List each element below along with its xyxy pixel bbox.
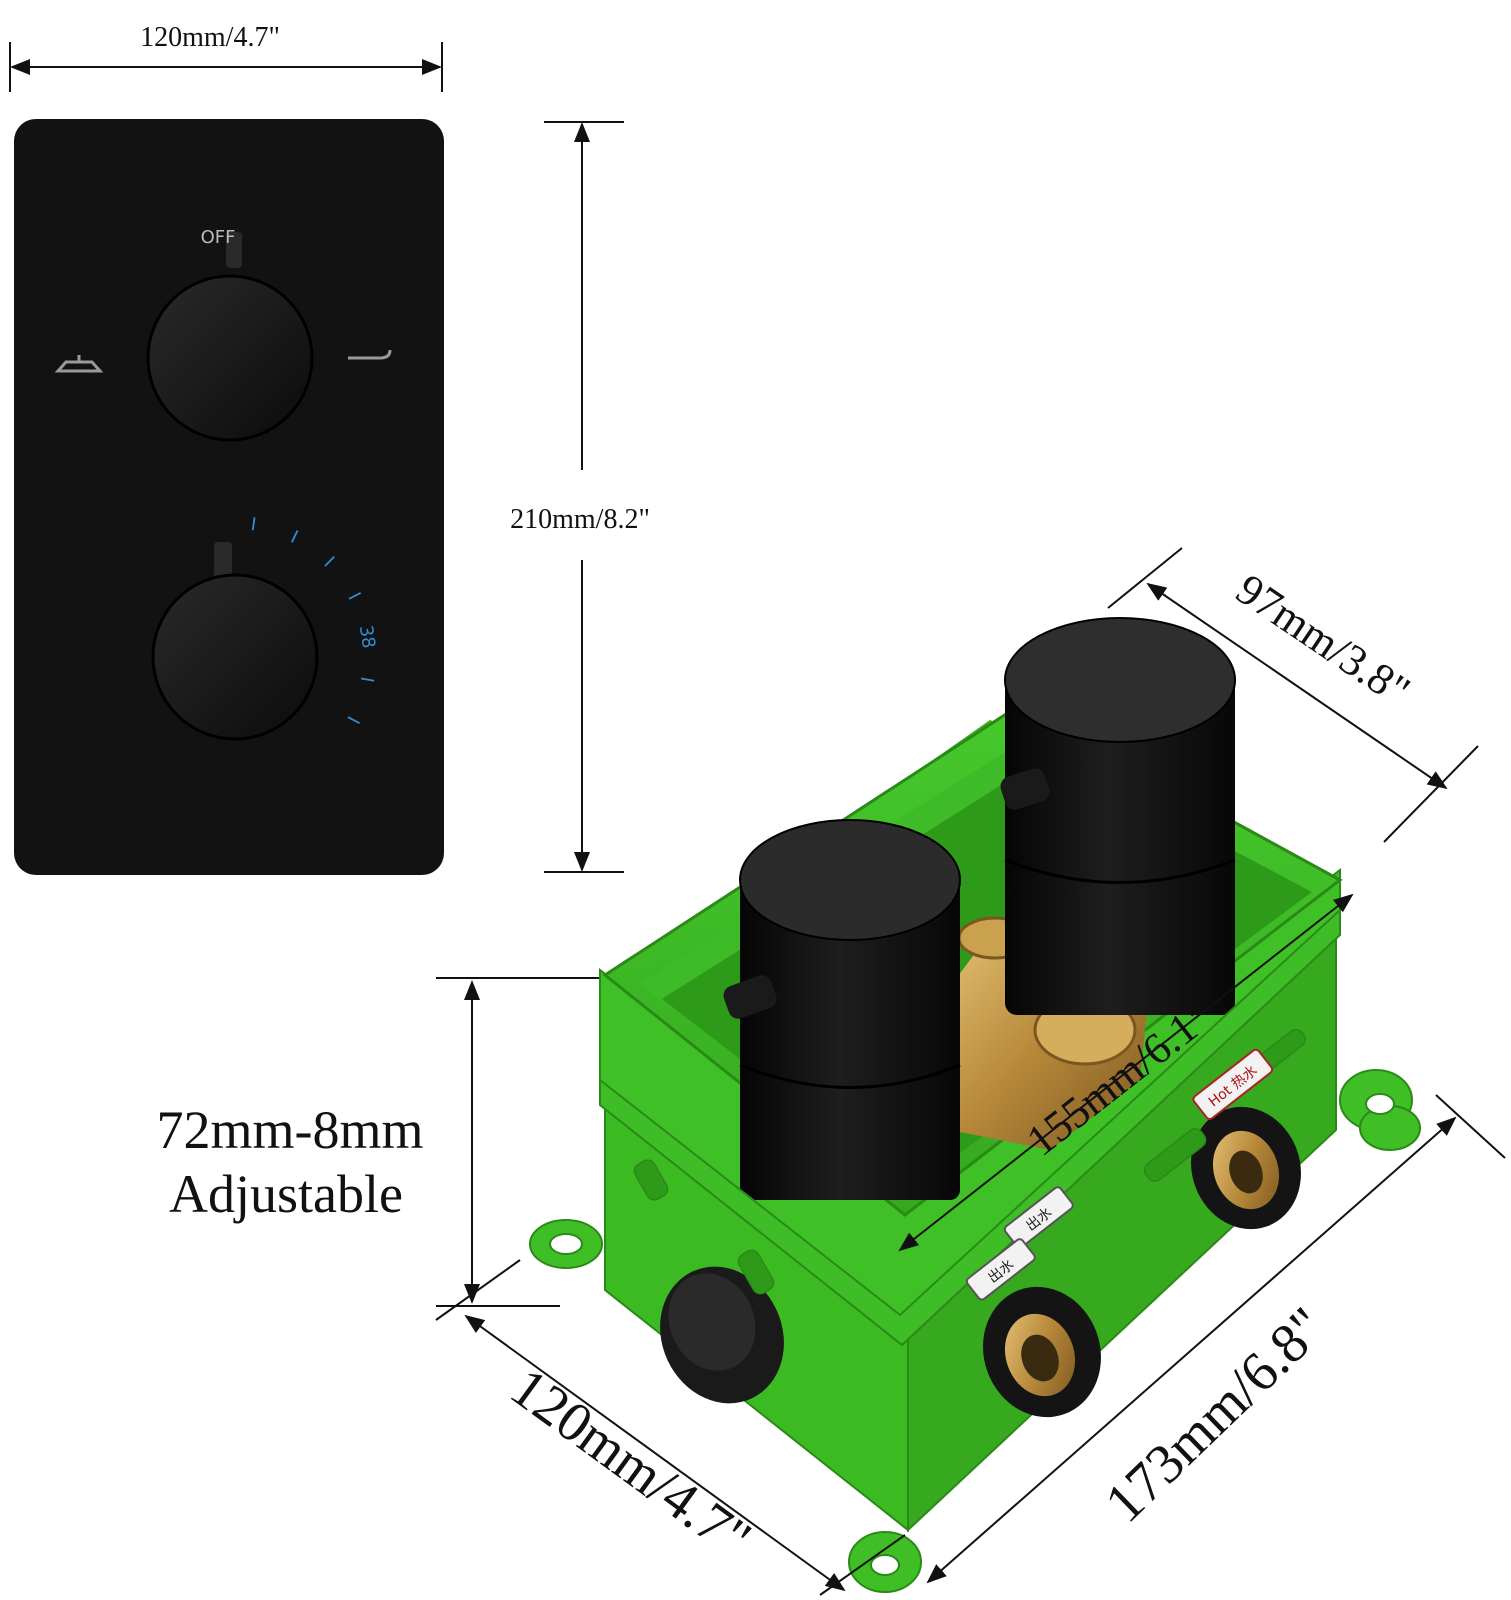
shower-head-icon bbox=[54, 355, 104, 373]
plate-height-dimension: 210mm/8.2" bbox=[510, 121, 650, 873]
scale-mark: I bbox=[249, 514, 257, 536]
scale-mark: I bbox=[356, 675, 378, 684]
adjust-word-label: Adjustable bbox=[169, 1164, 403, 1224]
adjust-range-label: 72mm-8mm bbox=[157, 1100, 424, 1160]
box-depth-label: 97mm/3.8" bbox=[1227, 564, 1418, 715]
thermostat-cartridge bbox=[723, 819, 961, 1200]
plate-height-label: 210mm/8.2" bbox=[510, 504, 650, 535]
diverter-cartridge bbox=[1000, 617, 1236, 1015]
plate-width-label: 120mm/4.7" bbox=[140, 22, 280, 53]
thermostat-knob bbox=[151, 542, 319, 741]
rough-in-box: Hot 热水 出水 出水 bbox=[529, 617, 1421, 1593]
adjustable-depth-dimension: 72mm-8mm Adjustable bbox=[157, 977, 610, 1307]
plate-width-dimension: 120mm/4.7" bbox=[9, 22, 443, 92]
scale-mark: 38 bbox=[355, 624, 379, 650]
off-label: OFF bbox=[201, 227, 236, 248]
box-length-label: 173mm/6.8" bbox=[1093, 1296, 1337, 1535]
diverter-knob bbox=[146, 232, 314, 442]
faucet-spout-icon bbox=[348, 349, 392, 360]
